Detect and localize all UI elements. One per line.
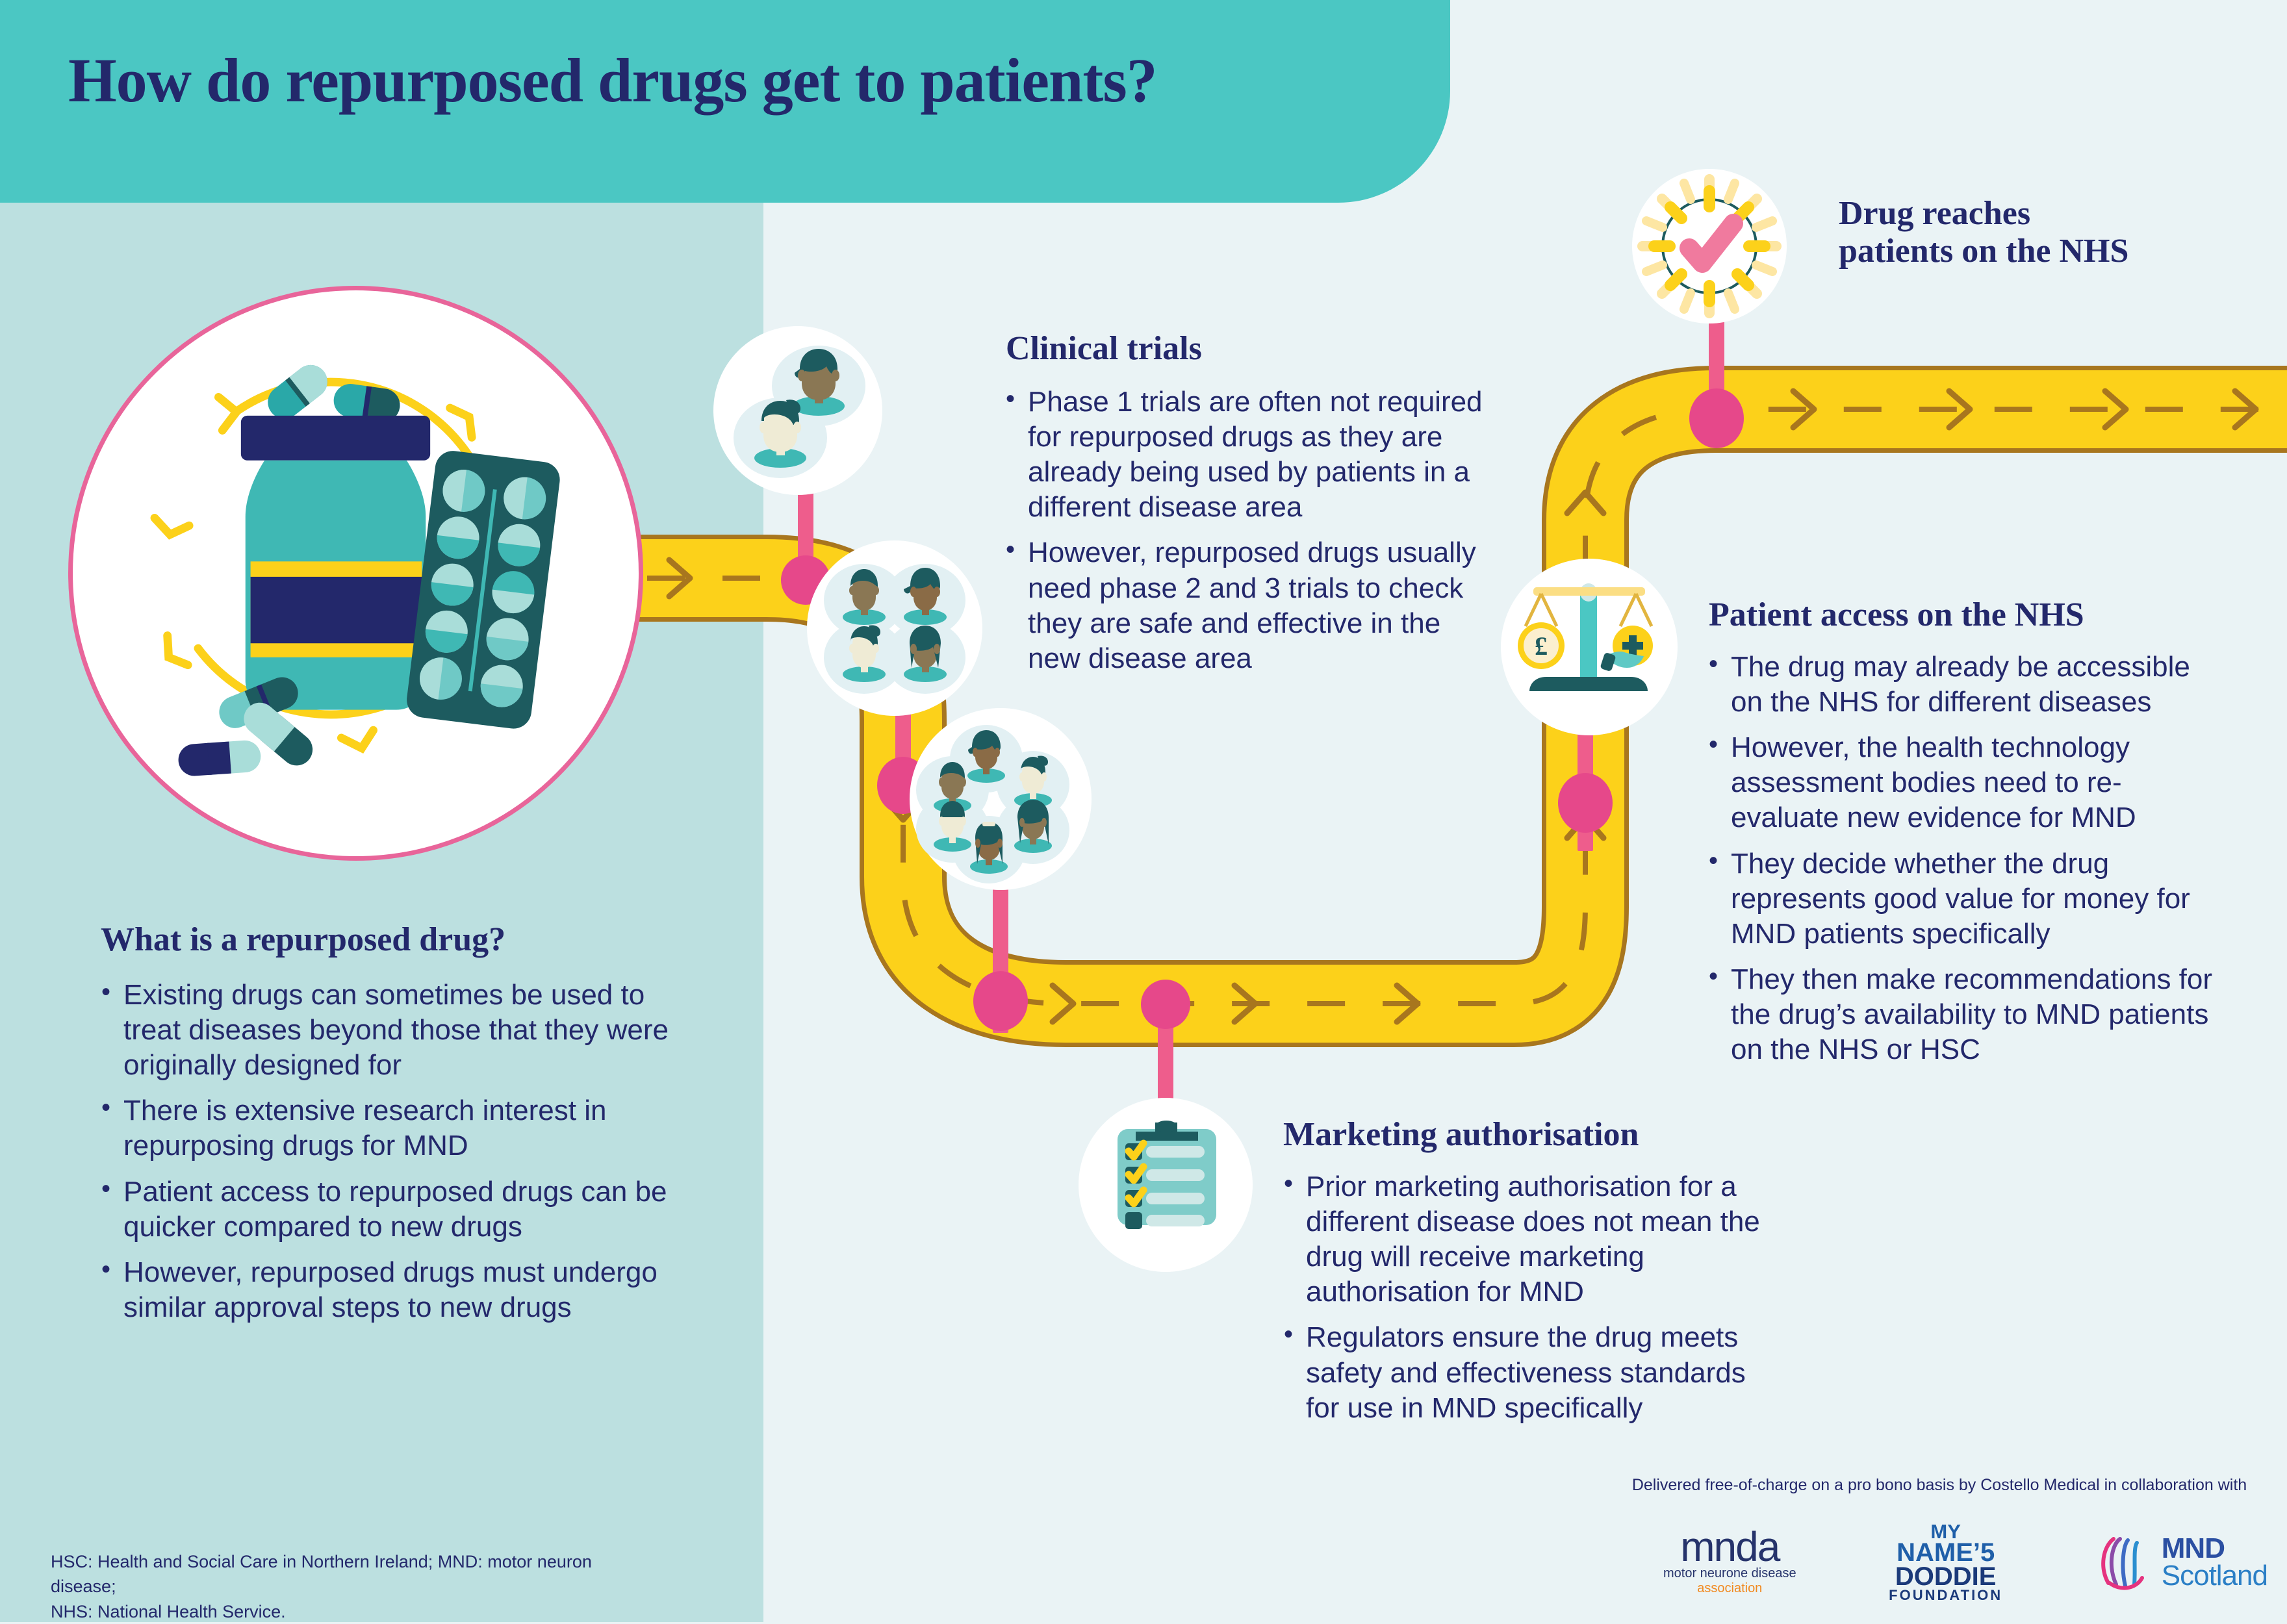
mnda-sub-line1: motor neurone disease (1663, 1566, 1796, 1580)
doddie-foundation-logo: MY NAME’5 DODDIE FOUNDATION (1889, 1519, 2003, 1603)
person-avatar (904, 626, 947, 682)
connector-dot-trial-large (973, 971, 1028, 1031)
mnd-scotland-hand-icon (2101, 1537, 2144, 1590)
mnd-scotland-line-1: MND (2161, 1532, 2225, 1565)
person-avatar (967, 730, 1005, 783)
two-people-icon (713, 326, 882, 495)
section-heading-clinical-trials: Clinical trials (1006, 330, 1202, 367)
mnda-subtitle: motor neurone disease association (1663, 1566, 1796, 1596)
doddie-line-2: NAME’5 (1897, 1538, 1995, 1567)
credit-line: Delivered free-of-charge on a pro bono b… (1631, 1476, 2247, 1494)
list-item: However, repurposed drugs usually need p… (1001, 534, 1494, 676)
bullets-patient-access: The drug may already be accessible on th… (1704, 648, 2217, 1078)
currency-glyph: £ (1535, 631, 1548, 661)
doddie-line-1: MY (1930, 1519, 1961, 1543)
person-avatar (843, 625, 886, 682)
section-heading-patient-access: Patient access on the NHS (1709, 596, 2084, 633)
connector-dot-scales (1558, 773, 1613, 833)
list-item: Regulators ensure the drug meets safety … (1279, 1319, 1772, 1425)
list-item: There is extensive research interest in … (96, 1092, 694, 1163)
section-heading-marketing-authorisation: Marketing authorisation (1283, 1116, 1639, 1153)
drug-reaches-line2: patients on the NHS (1839, 233, 2129, 270)
doddie-line-4: FOUNDATION (1889, 1586, 2003, 1603)
mnd-scotland-logo: MND Scotland (2095, 1532, 2268, 1592)
doddie-line-3: DODDIE (1895, 1562, 1997, 1592)
list-item: However, the health technology assessmen… (1704, 729, 2217, 835)
person-avatar (934, 801, 971, 852)
person-avatar (843, 569, 886, 625)
list-item: Patient access to repurposed drugs can b… (96, 1173, 694, 1245)
footnote-line-2: NHS: National Health Service. (51, 1601, 286, 1621)
person-avatar (970, 822, 1008, 874)
mnda-logo: mnda motor neurone disease association (1663, 1523, 1796, 1596)
footnote: HSC: Health and Social Care in Northern … (51, 1549, 635, 1624)
mnd-scotland-line-2: Scotland (2161, 1560, 2268, 1592)
section-heading-drug-reaches: Drug reaches patients on the NHS (1839, 195, 2287, 270)
person-avatar (754, 400, 806, 468)
list-item: Prior marketing authorisation for a diff… (1279, 1168, 1772, 1310)
connector-dot-success (1689, 388, 1744, 448)
drug-reaches-line1: Drug reaches (1839, 195, 2031, 232)
list-item: They decide whether the drug represents … (1704, 845, 2217, 952)
header-banner (0, 0, 1450, 203)
bullets-marketing-authorisation: Prior marketing authorisation for a diff… (1279, 1168, 1772, 1436)
list-item: However, repurposed drugs must undergo s… (96, 1254, 694, 1325)
person-avatar (904, 568, 947, 625)
connector-dot-clipboard (1141, 980, 1190, 1029)
four-people-icon (807, 540, 982, 716)
mnda-sub-line2: association (1697, 1580, 1763, 1595)
list-item: Phase 1 trials are often not required fo… (1001, 383, 1494, 525)
six-people-icon (910, 708, 1092, 890)
capsule-group-bottom (178, 677, 313, 776)
capsule-group-top (268, 364, 400, 422)
list-item: Existing drugs can sometimes be used to … (96, 976, 694, 1083)
mnda-wordmark: mnda (1680, 1523, 1780, 1571)
section-heading-repurposed: What is a repurposed drug? (101, 921, 506, 958)
clipboard-checklist-icon (1079, 1098, 1253, 1272)
bullets-repurposed: Existing drugs can sometimes be used to … (96, 976, 694, 1336)
person-avatar (793, 349, 845, 416)
list-item: The drug may already be accessible on th… (1704, 648, 2217, 720)
page-title: How do repurposed drugs get to patients? (68, 45, 1158, 115)
checkmark-sunburst-icon (1632, 169, 1787, 324)
partner-logos: mnda motor neurone disease association M… (1663, 1514, 2268, 1611)
list-item: They then make recommendations for the d… (1704, 961, 2217, 1067)
balance-scales-icon: £ (1501, 559, 1678, 735)
pill-bottle-illustration (68, 286, 643, 861)
person-avatar (1014, 800, 1052, 853)
footnote-line-1: HSC: Health and Social Care in Northern … (51, 1552, 592, 1597)
bullets-clinical-trials: Phase 1 trials are often not required fo… (1001, 383, 1494, 687)
